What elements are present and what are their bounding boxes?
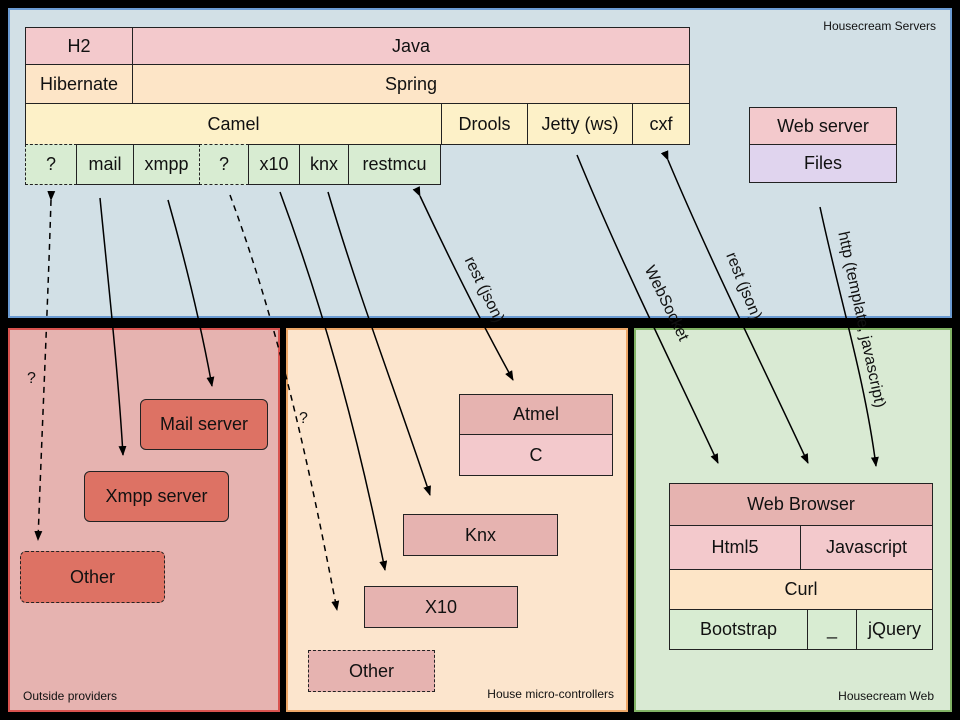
html5-box: Html5 bbox=[669, 525, 801, 570]
label-unknown-link-1: ? bbox=[27, 370, 36, 387]
c-box: C bbox=[459, 434, 613, 476]
region-title-outside: Outside providers bbox=[23, 689, 118, 703]
link-restmcu-to-atmel bbox=[412, 186, 514, 381]
xmpp-connector: xmpp bbox=[133, 144, 200, 185]
region-title-micro: House micro-controllers bbox=[487, 687, 614, 701]
jquery-box: jQuery bbox=[856, 609, 933, 650]
bootstrap-box: Bootstrap bbox=[669, 609, 808, 650]
jetty-box: Jetty (ws) bbox=[527, 103, 633, 145]
link-unknown-to-other-device bbox=[229, 194, 340, 611]
link-mail-to-xmpp-server bbox=[99, 197, 127, 456]
mail-server-box: Mail server bbox=[140, 399, 268, 450]
java-box: Java bbox=[132, 27, 690, 65]
web-browser-box: Web Browser bbox=[669, 483, 933, 526]
link-cxf-to-browser bbox=[660, 150, 809, 464]
x10-connector: x10 bbox=[248, 144, 300, 185]
region-title-web: Housecream Web bbox=[838, 689, 934, 703]
unknown-connector-1: ? bbox=[25, 144, 77, 185]
link-knx-to-knx-device bbox=[327, 191, 431, 496]
link-web-server-to-browser bbox=[819, 206, 879, 467]
other-device-box: Other bbox=[308, 650, 435, 692]
curl-box: Curl bbox=[669, 569, 933, 610]
region-title-servers: Housecream Servers bbox=[823, 19, 936, 33]
cxf-box: cxf bbox=[632, 103, 690, 145]
unknown-connector-2: ? bbox=[199, 144, 249, 185]
hibernate-box: Hibernate bbox=[25, 64, 133, 104]
h2-box: H2 bbox=[25, 27, 133, 65]
camel-box: Camel bbox=[25, 103, 442, 145]
link-xmpp-to-mail-server bbox=[167, 199, 215, 387]
web-server-box: Web server bbox=[749, 107, 897, 145]
restmcu-connector: restmcu bbox=[348, 144, 441, 185]
label-unknown-link-2: ? bbox=[299, 410, 308, 427]
xmpp-server-box: Xmpp server bbox=[84, 471, 229, 522]
atmel-box: Atmel bbox=[459, 394, 613, 435]
drools-box: Drools bbox=[441, 103, 528, 145]
link-jetty-to-browser bbox=[576, 154, 719, 464]
link-unknown-to-other-provider bbox=[34, 190, 56, 541]
knx-device-box: Knx bbox=[403, 514, 558, 556]
x10-device-box: X10 bbox=[364, 586, 518, 628]
mail-connector: mail bbox=[76, 144, 134, 185]
other-provider-box: Other bbox=[20, 551, 165, 603]
link-x10-to-x10-device bbox=[279, 191, 388, 571]
javascript-box: Javascript bbox=[800, 525, 933, 570]
